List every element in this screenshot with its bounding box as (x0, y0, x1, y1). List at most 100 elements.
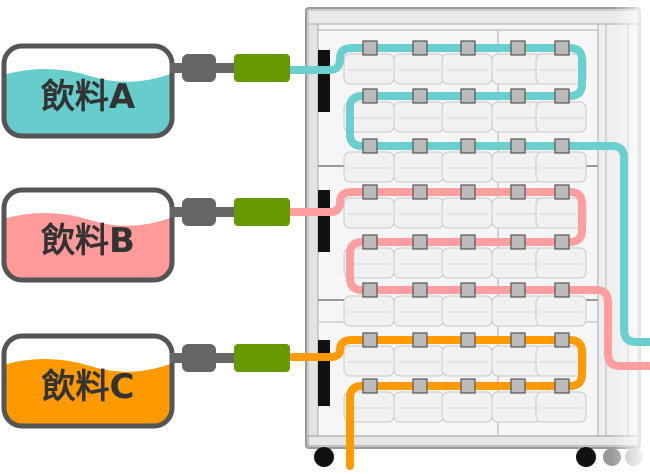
cabinet-top-bar (307, 9, 639, 25)
tank-label: 飲料C (42, 367, 135, 407)
valve-icon (554, 282, 570, 298)
tank-liquid (4, 213, 172, 280)
right-edge-fade (612, 0, 650, 474)
valve-icon (510, 332, 526, 348)
cabinet-left-rail (307, 23, 319, 445)
product-slot (491, 345, 543, 377)
tank-label: 飲料B (41, 221, 135, 261)
caster-wheel (576, 447, 596, 467)
product-slot (441, 53, 493, 85)
product-slot (393, 101, 445, 133)
valve-icon (362, 282, 378, 298)
product-slot (491, 247, 543, 279)
supply-units: 飲料A 飲料B 飲料C (1, 43, 290, 429)
product-slot (343, 197, 395, 229)
valve-icon (412, 184, 428, 200)
product-slots (343, 53, 587, 423)
valve-icon (460, 184, 476, 200)
valve-icon (412, 234, 428, 250)
tank-neck (170, 63, 186, 73)
product-slot (393, 247, 445, 279)
product-slot (441, 101, 493, 133)
product-slot (441, 391, 493, 423)
valve-icon (554, 40, 570, 56)
valve-icon (460, 40, 476, 56)
product-slot (491, 101, 543, 133)
product-slot (491, 53, 543, 85)
product-slot (535, 391, 587, 423)
supply-unit-c: 飲料C (1, 333, 290, 429)
valve-icon (460, 378, 476, 394)
valve-icon (554, 378, 570, 394)
valve-icon (362, 378, 378, 394)
manifold-bar-b (318, 190, 330, 252)
tank-liquid (4, 359, 172, 426)
valve-icon (510, 40, 526, 56)
valve-icon (554, 138, 570, 154)
valve-icon (362, 138, 378, 154)
tube-c (286, 336, 586, 470)
tank-outline (1, 333, 175, 429)
product-slot (393, 151, 445, 183)
connector-pipe (214, 63, 236, 73)
valve-icon (510, 282, 526, 298)
product-slot (343, 53, 395, 85)
product-slot (441, 345, 493, 377)
supply-unit-a: 飲料A (1, 43, 290, 139)
valve-icon (510, 138, 526, 154)
product-slot (491, 197, 543, 229)
tank-outline (1, 187, 175, 283)
product-slot (491, 391, 543, 423)
product-slot (491, 151, 543, 183)
tank-neck (170, 353, 186, 363)
pump-unit (234, 344, 290, 372)
valve-icon (362, 40, 378, 56)
connector-cap (182, 198, 216, 226)
valve-icon (554, 332, 570, 348)
product-slot (441, 295, 493, 327)
product-slot (393, 391, 445, 423)
valve-icon (362, 88, 378, 104)
tank-label: 飲料A (41, 77, 136, 117)
connector-pipe (214, 207, 236, 217)
valve-icon (412, 282, 428, 298)
manifold-bar-a (318, 50, 330, 112)
valve-icon (412, 88, 428, 104)
caster-wheel (314, 447, 334, 467)
valve-icon (510, 234, 526, 250)
tank-outline (1, 43, 175, 139)
valve-icon (554, 88, 570, 104)
product-slot (393, 197, 445, 229)
product-slot (535, 247, 587, 279)
product-slot (343, 345, 395, 377)
product-slot (441, 151, 493, 183)
tank-neck (170, 207, 186, 217)
product-slot (343, 295, 395, 327)
pump-unit (234, 54, 290, 82)
product-slot (491, 295, 543, 327)
valve-icon (460, 88, 476, 104)
product-slot (393, 295, 445, 327)
connector-pipe (214, 353, 236, 363)
valve-icon (362, 332, 378, 348)
valve-icon (362, 234, 378, 250)
valve-icon (510, 184, 526, 200)
cabinet-base (307, 435, 639, 447)
tube-valves (362, 40, 570, 394)
manifold-bar-c (318, 340, 330, 406)
product-slot (441, 247, 493, 279)
valve-icon (510, 378, 526, 394)
pump-unit (234, 198, 290, 226)
valve-icon (460, 282, 476, 298)
tank-liquid (4, 69, 172, 136)
product-slot (393, 53, 445, 85)
valve-icon (412, 332, 428, 348)
valve-icon (554, 184, 570, 200)
valve-icon (460, 332, 476, 348)
product-slot (535, 101, 587, 133)
valve-icon (460, 138, 476, 154)
valve-icon (510, 88, 526, 104)
valve-icon (460, 234, 476, 250)
connector-cap (182, 344, 216, 372)
